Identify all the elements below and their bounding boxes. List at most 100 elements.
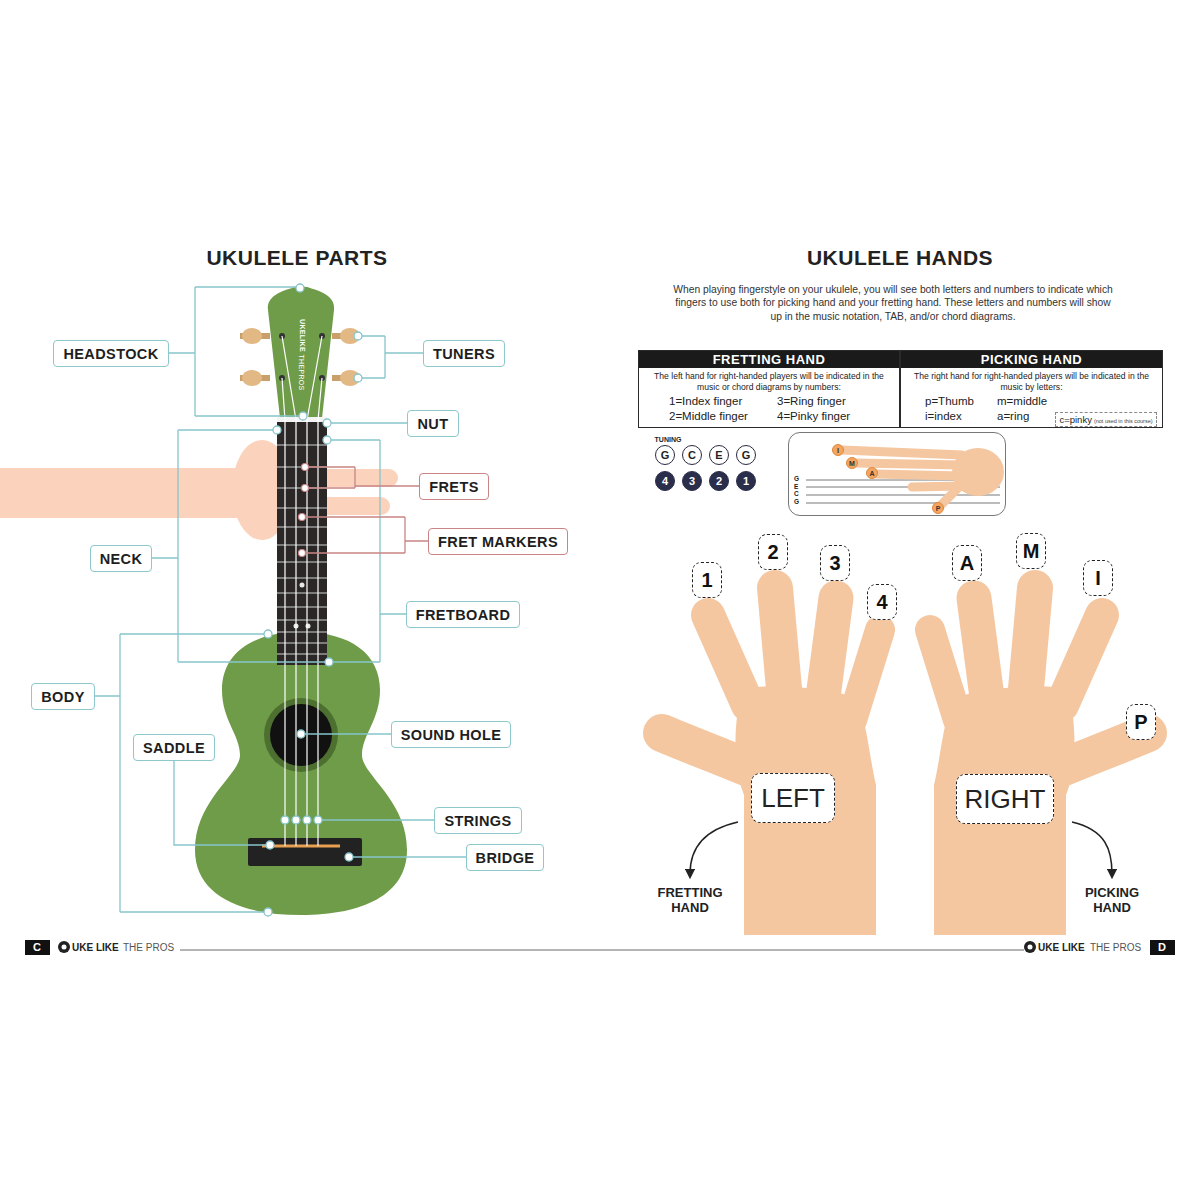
illustration-part (264, 630, 272, 638)
illustration-part (318, 378, 322, 420)
fingertip-marker: M (846, 457, 858, 469)
tuning-circle: C (682, 445, 702, 465)
illustration-part (314, 816, 322, 824)
finger-letter-box: P (1126, 704, 1156, 740)
tuning-circle-text: E (715, 449, 722, 461)
hand-name-box-text: LEFT (761, 783, 825, 814)
illustration-part (282, 336, 322, 846)
hand-name-box: RIGHT (956, 774, 1055, 824)
fingertip-marker-text: P (936, 505, 941, 512)
illustration-part (284, 420, 285, 846)
footer-brand: UKE LIKE (1038, 942, 1085, 953)
fret-leader-dots (299, 464, 309, 557)
hand-name-box: LEFT (751, 773, 835, 823)
illustration-part (266, 841, 274, 849)
finger-letter-box: A (952, 545, 982, 581)
picking-hand-panel-text: PICKING HAND (901, 351, 1162, 368)
illustration-part (876, 474, 962, 476)
illustration-part (842, 450, 962, 455)
finger-number-box: 4 (867, 584, 897, 620)
tuning-circle: G (736, 445, 756, 465)
fretting-hand (662, 588, 880, 935)
leader-lines (80, 287, 480, 912)
finger-number-box-text: 3 (829, 552, 840, 575)
intro-paragraph: When playing fingerstyle on your ukulele… (673, 283, 1113, 323)
illustration-part (295, 420, 296, 846)
illustration-part (296, 284, 304, 292)
headstock-logo: THEPROS (298, 354, 305, 390)
tuning-circle: E (709, 445, 729, 465)
fretting-hand-panel-text: 1=Index finger (639, 394, 769, 409)
illustration-part (273, 426, 281, 434)
not-used-note-box-text: (not used in this course) (1094, 418, 1153, 424)
string-number-circle-text: 3 (689, 475, 695, 487)
part-label-text: SOUND HOLE (401, 727, 502, 743)
part-label-text: FRET MARKERS (438, 534, 558, 550)
page-badge-text: D (1158, 941, 1166, 953)
illustration-part (662, 733, 765, 775)
illustration-part (62, 945, 67, 950)
illustration-part (58, 941, 70, 953)
finger-number-box-text: 1 (701, 569, 712, 592)
picking-hand-figure-box: GECGIMAP (788, 432, 1006, 516)
finger-letter-box-text: P (1134, 711, 1147, 734)
illustration-part (248, 838, 362, 866)
tuning-circle-text: C (688, 449, 696, 461)
part-label-text: BODY (41, 689, 85, 705)
illustration-part (270, 704, 332, 766)
picking-hand-figure-box-text: C (794, 491, 799, 498)
ukulele (195, 287, 407, 916)
illustration-part (302, 464, 309, 471)
illustration-part (150, 287, 299, 416)
part-label: FRETS (419, 473, 489, 500)
illustration-part (856, 463, 962, 465)
illustration-part (303, 816, 311, 824)
picking-hand-figure-box-text: G (794, 476, 799, 483)
page-heading: UKULELE PARTS (206, 246, 387, 270)
illustration-part (307, 336, 322, 420)
finger-letter-box: I (1083, 560, 1113, 596)
fingertip-marker-text: I (837, 447, 839, 454)
part-label: FRET MARKERS (428, 528, 568, 555)
tuning-circle-text: G (742, 449, 751, 461)
illustration-part (195, 632, 407, 915)
illustration-part (302, 485, 309, 492)
fingertip-marker: I (832, 444, 844, 456)
string-number-circle-text: 4 (662, 475, 668, 487)
finger-number-box: 1 (692, 562, 722, 598)
finger-letter-box-text: I (1095, 567, 1101, 590)
finger-number-box-text: 2 (767, 541, 778, 564)
illustration-part (354, 374, 362, 382)
illustration-part (1028, 945, 1033, 950)
string-number-circle-text: 2 (716, 475, 722, 487)
fretting-hand-panel-text: 2=Middle finger (639, 409, 769, 424)
part-label: SADDLE (133, 734, 215, 761)
illustration-part (322, 819, 450, 820)
illustration-part (325, 658, 333, 666)
fretting-hand-panel-text: FRETTING HAND (639, 351, 899, 368)
picking-hand-figure (806, 448, 1004, 506)
illustration-part (822, 598, 836, 705)
illustration-part (292, 816, 300, 824)
illustration-part (299, 550, 306, 557)
fingertip-marker: P (932, 502, 944, 514)
string-number-circle: 1 (736, 471, 756, 491)
illustration-part (306, 624, 311, 629)
tuning-circle: G (655, 445, 675, 465)
footer-brand: THE PROS (123, 942, 174, 953)
finger-number-box: 2 (758, 534, 788, 570)
fingertip-marker-text: A (869, 470, 874, 477)
not-used-note-box: c=pinky(not used in this course) (1055, 412, 1156, 427)
illustration-part (80, 634, 264, 912)
part-label-text: FRETS (429, 479, 479, 495)
illustration-part (354, 332, 362, 340)
part-label-text: NUT (417, 416, 448, 432)
part-label-text: HEADSTOCK (63, 346, 158, 362)
part-label: BRIDGE (466, 844, 545, 871)
part-label: BODY (31, 683, 95, 710)
illustration-part (775, 588, 785, 700)
finger-letter-box: M (1016, 533, 1046, 569)
